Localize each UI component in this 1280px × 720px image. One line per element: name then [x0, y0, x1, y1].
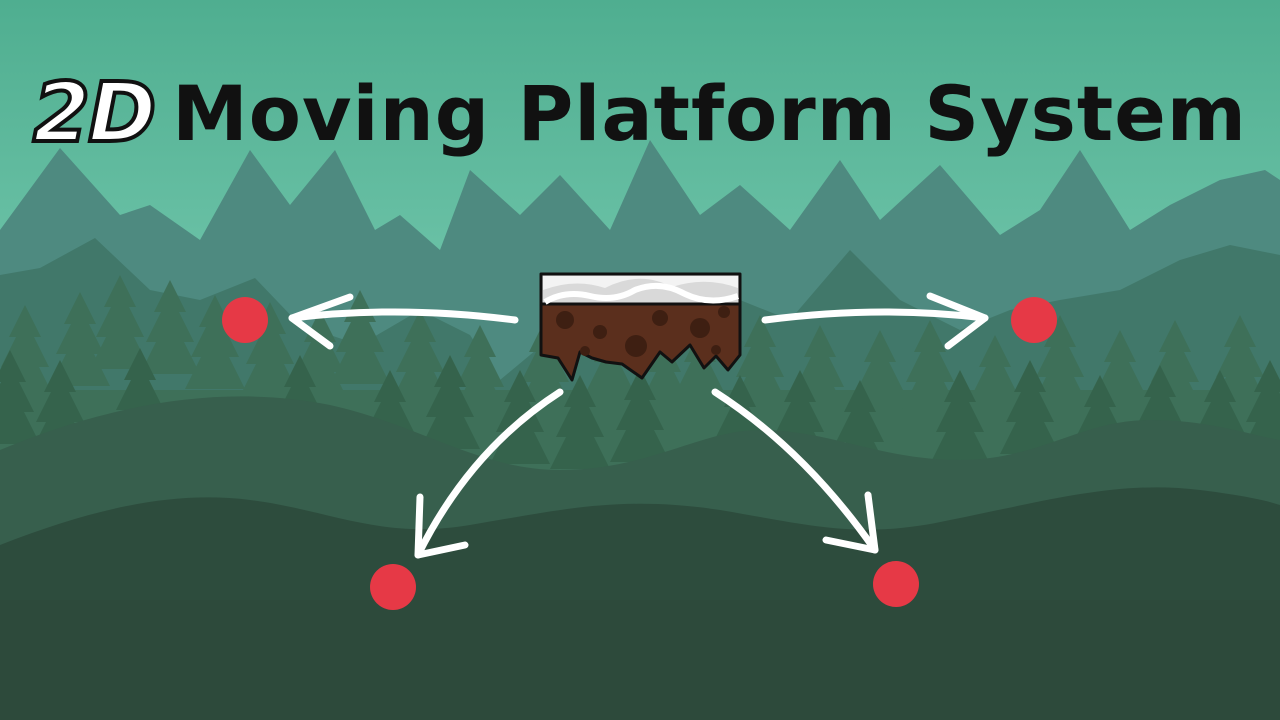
arrow-to-bottom-left — [414, 388, 564, 559]
title-prefix: 2D — [31, 64, 158, 163]
waypoint-right — [1011, 297, 1057, 343]
moving-platform — [539, 272, 742, 382]
arrow-to-right — [761, 292, 989, 350]
title-main: Moving Platform System — [172, 68, 1247, 158]
arrow-to-left — [288, 293, 519, 350]
waypoint-left — [222, 297, 268, 343]
thumbnail-title: 2D Moving Platform System — [0, 58, 1280, 168]
waypoint-bottom-left — [370, 564, 416, 610]
waypoint-bottom-right — [873, 561, 919, 607]
arrow-to-bottom-right — [711, 388, 879, 554]
